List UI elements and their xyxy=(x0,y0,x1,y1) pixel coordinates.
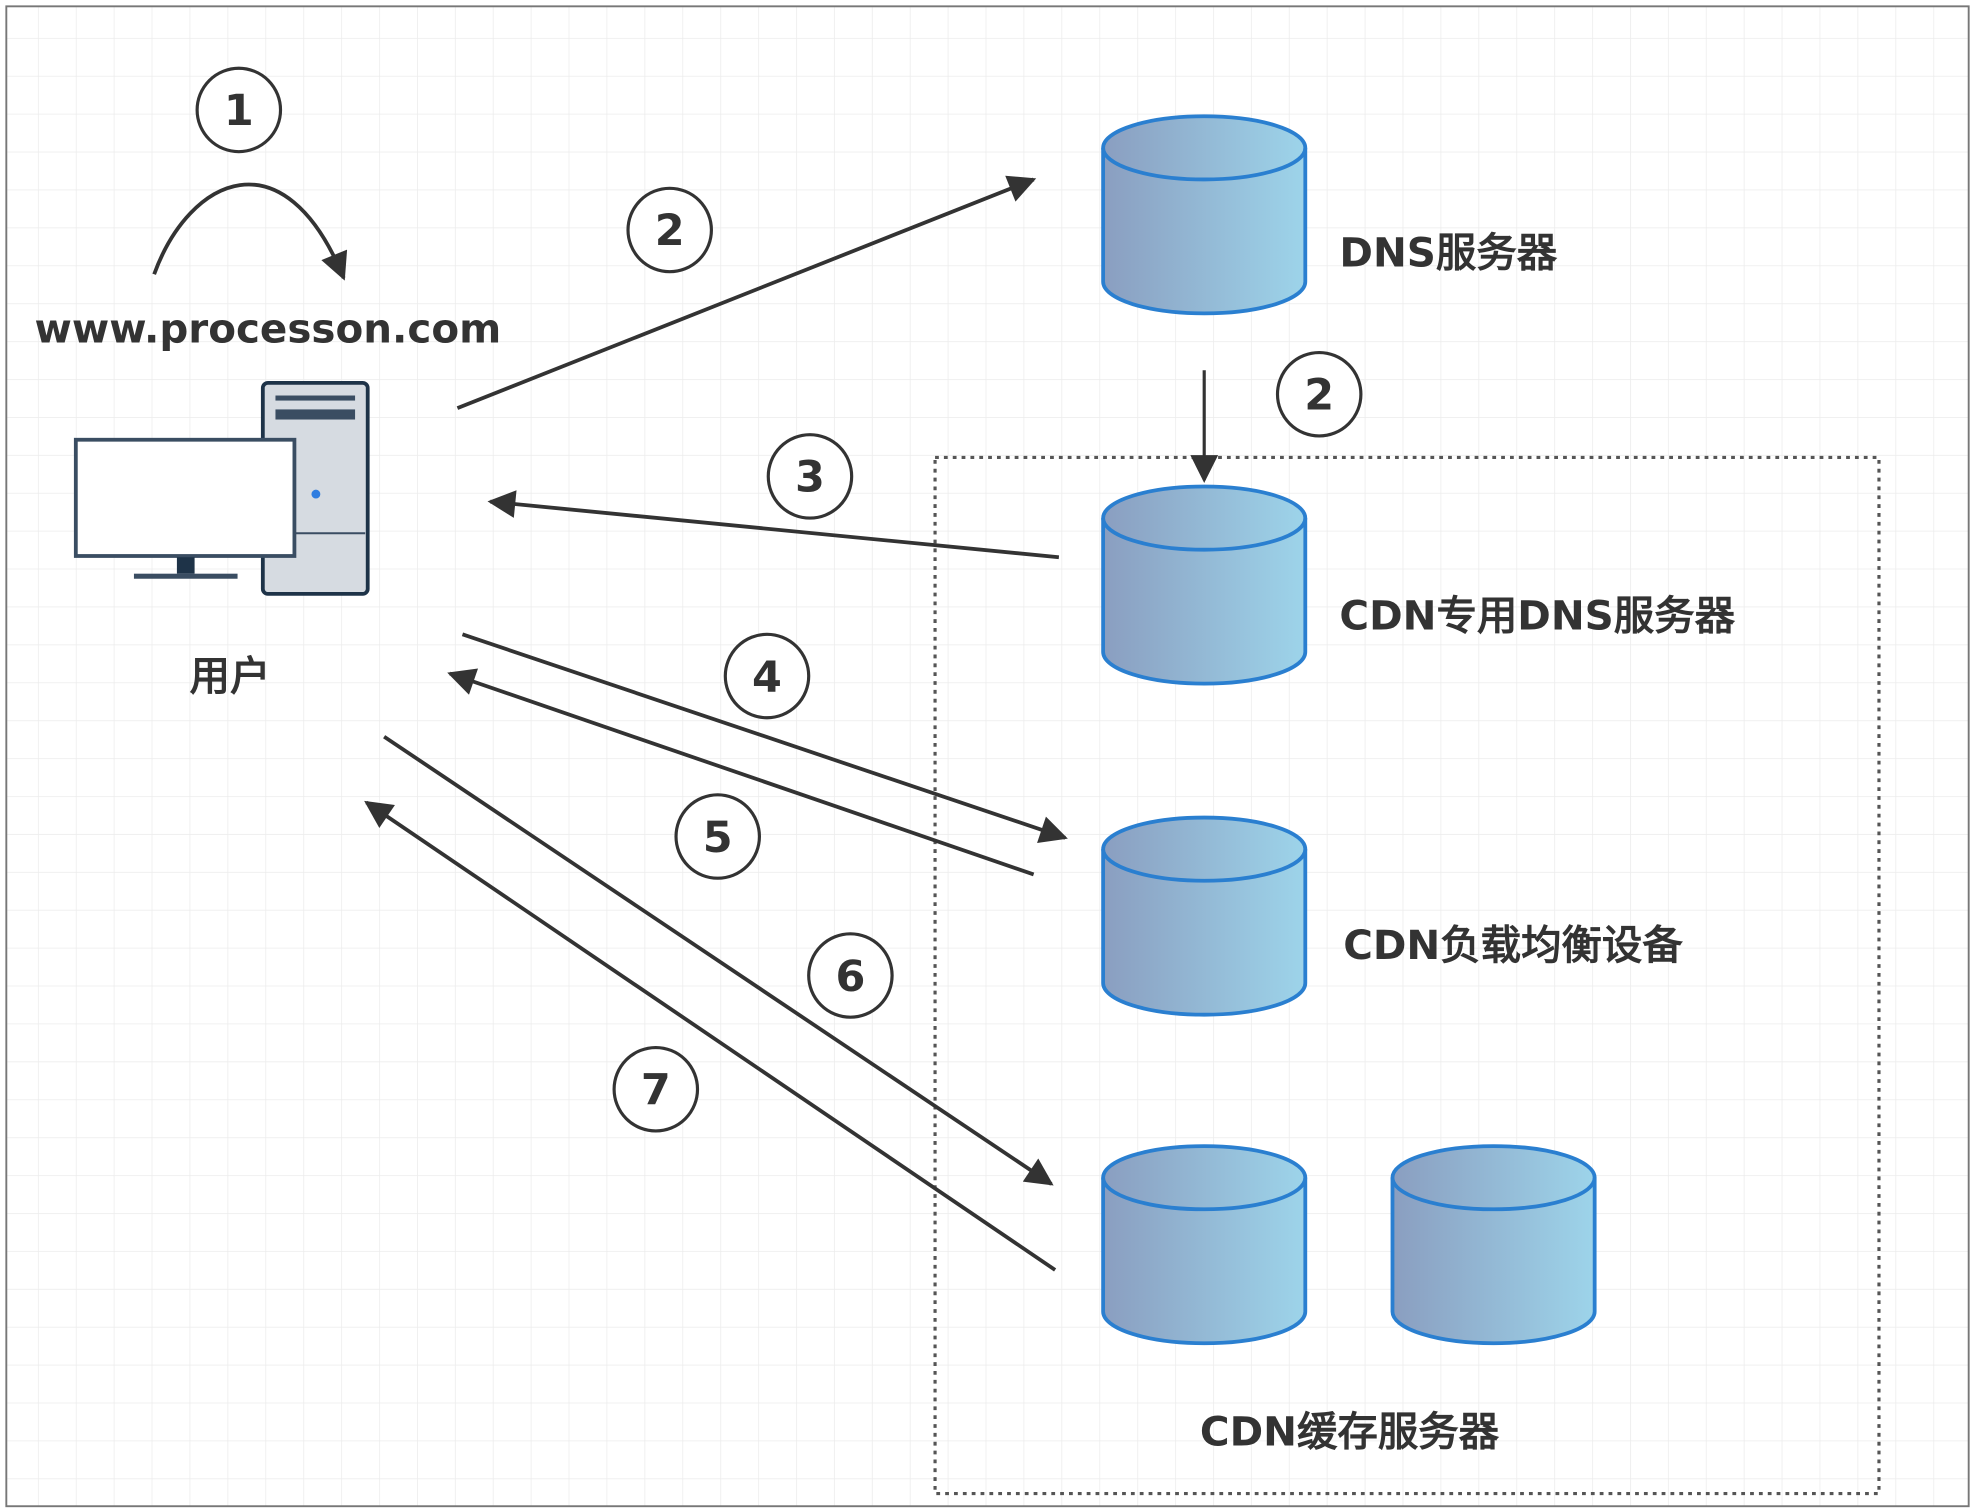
svg-text:2: 2 xyxy=(1304,371,1334,421)
dns-server-label: DNS服务器 xyxy=(1339,229,1557,277)
svg-text:6: 6 xyxy=(835,952,865,1002)
cdn-dns-server-icon xyxy=(1101,484,1308,686)
domain-label: www.processon.com xyxy=(35,305,502,353)
step-6-badge: 6 xyxy=(807,932,894,1019)
user-label: 用户 xyxy=(190,652,271,700)
step-3-badge: 3 xyxy=(766,433,854,520)
arrow-step-5 xyxy=(447,668,1035,877)
cdn-cache-server-icon xyxy=(1101,1144,1308,1346)
svg-text:7: 7 xyxy=(641,1065,671,1115)
svg-text:3: 3 xyxy=(795,453,825,503)
arrow-step-4 xyxy=(461,632,1068,843)
cdn-cache-server-icon xyxy=(1390,1144,1597,1346)
step-5-badge: 5 xyxy=(674,793,762,880)
step-4-badge: 4 xyxy=(723,632,811,720)
computer-icon xyxy=(73,380,370,596)
arrow-step-1 xyxy=(152,182,348,281)
cdn-load-balancer-icon xyxy=(1101,815,1308,1017)
svg-text:1: 1 xyxy=(224,86,254,136)
cdn-group-box xyxy=(933,455,1881,1496)
canvas-border xyxy=(5,5,1970,1508)
step-2-badge-dns: 2 xyxy=(1275,350,1363,438)
step-7-badge: 7 xyxy=(612,1045,700,1133)
cdn-cache-server-label: CDN缓存服务器 xyxy=(1200,1408,1500,1456)
dns-server-icon xyxy=(1101,114,1308,316)
step-2-badge: 2 xyxy=(626,186,713,274)
svg-text:4: 4 xyxy=(752,652,782,702)
arrow-step-2-user-to-dns xyxy=(456,175,1037,410)
arrow-step-3 xyxy=(487,490,1060,560)
step-1-badge: 1 xyxy=(195,66,283,154)
svg-text:2: 2 xyxy=(655,206,685,256)
cdn-load-balancer-label: CDN负载均衡设备 xyxy=(1343,921,1683,969)
svg-text:5: 5 xyxy=(703,813,733,863)
arrow-step-7 xyxy=(364,800,1057,1272)
cdn-dns-server-label: CDN专用DNS服务器 xyxy=(1339,591,1735,639)
arrow-step-6 xyxy=(383,735,1054,1186)
